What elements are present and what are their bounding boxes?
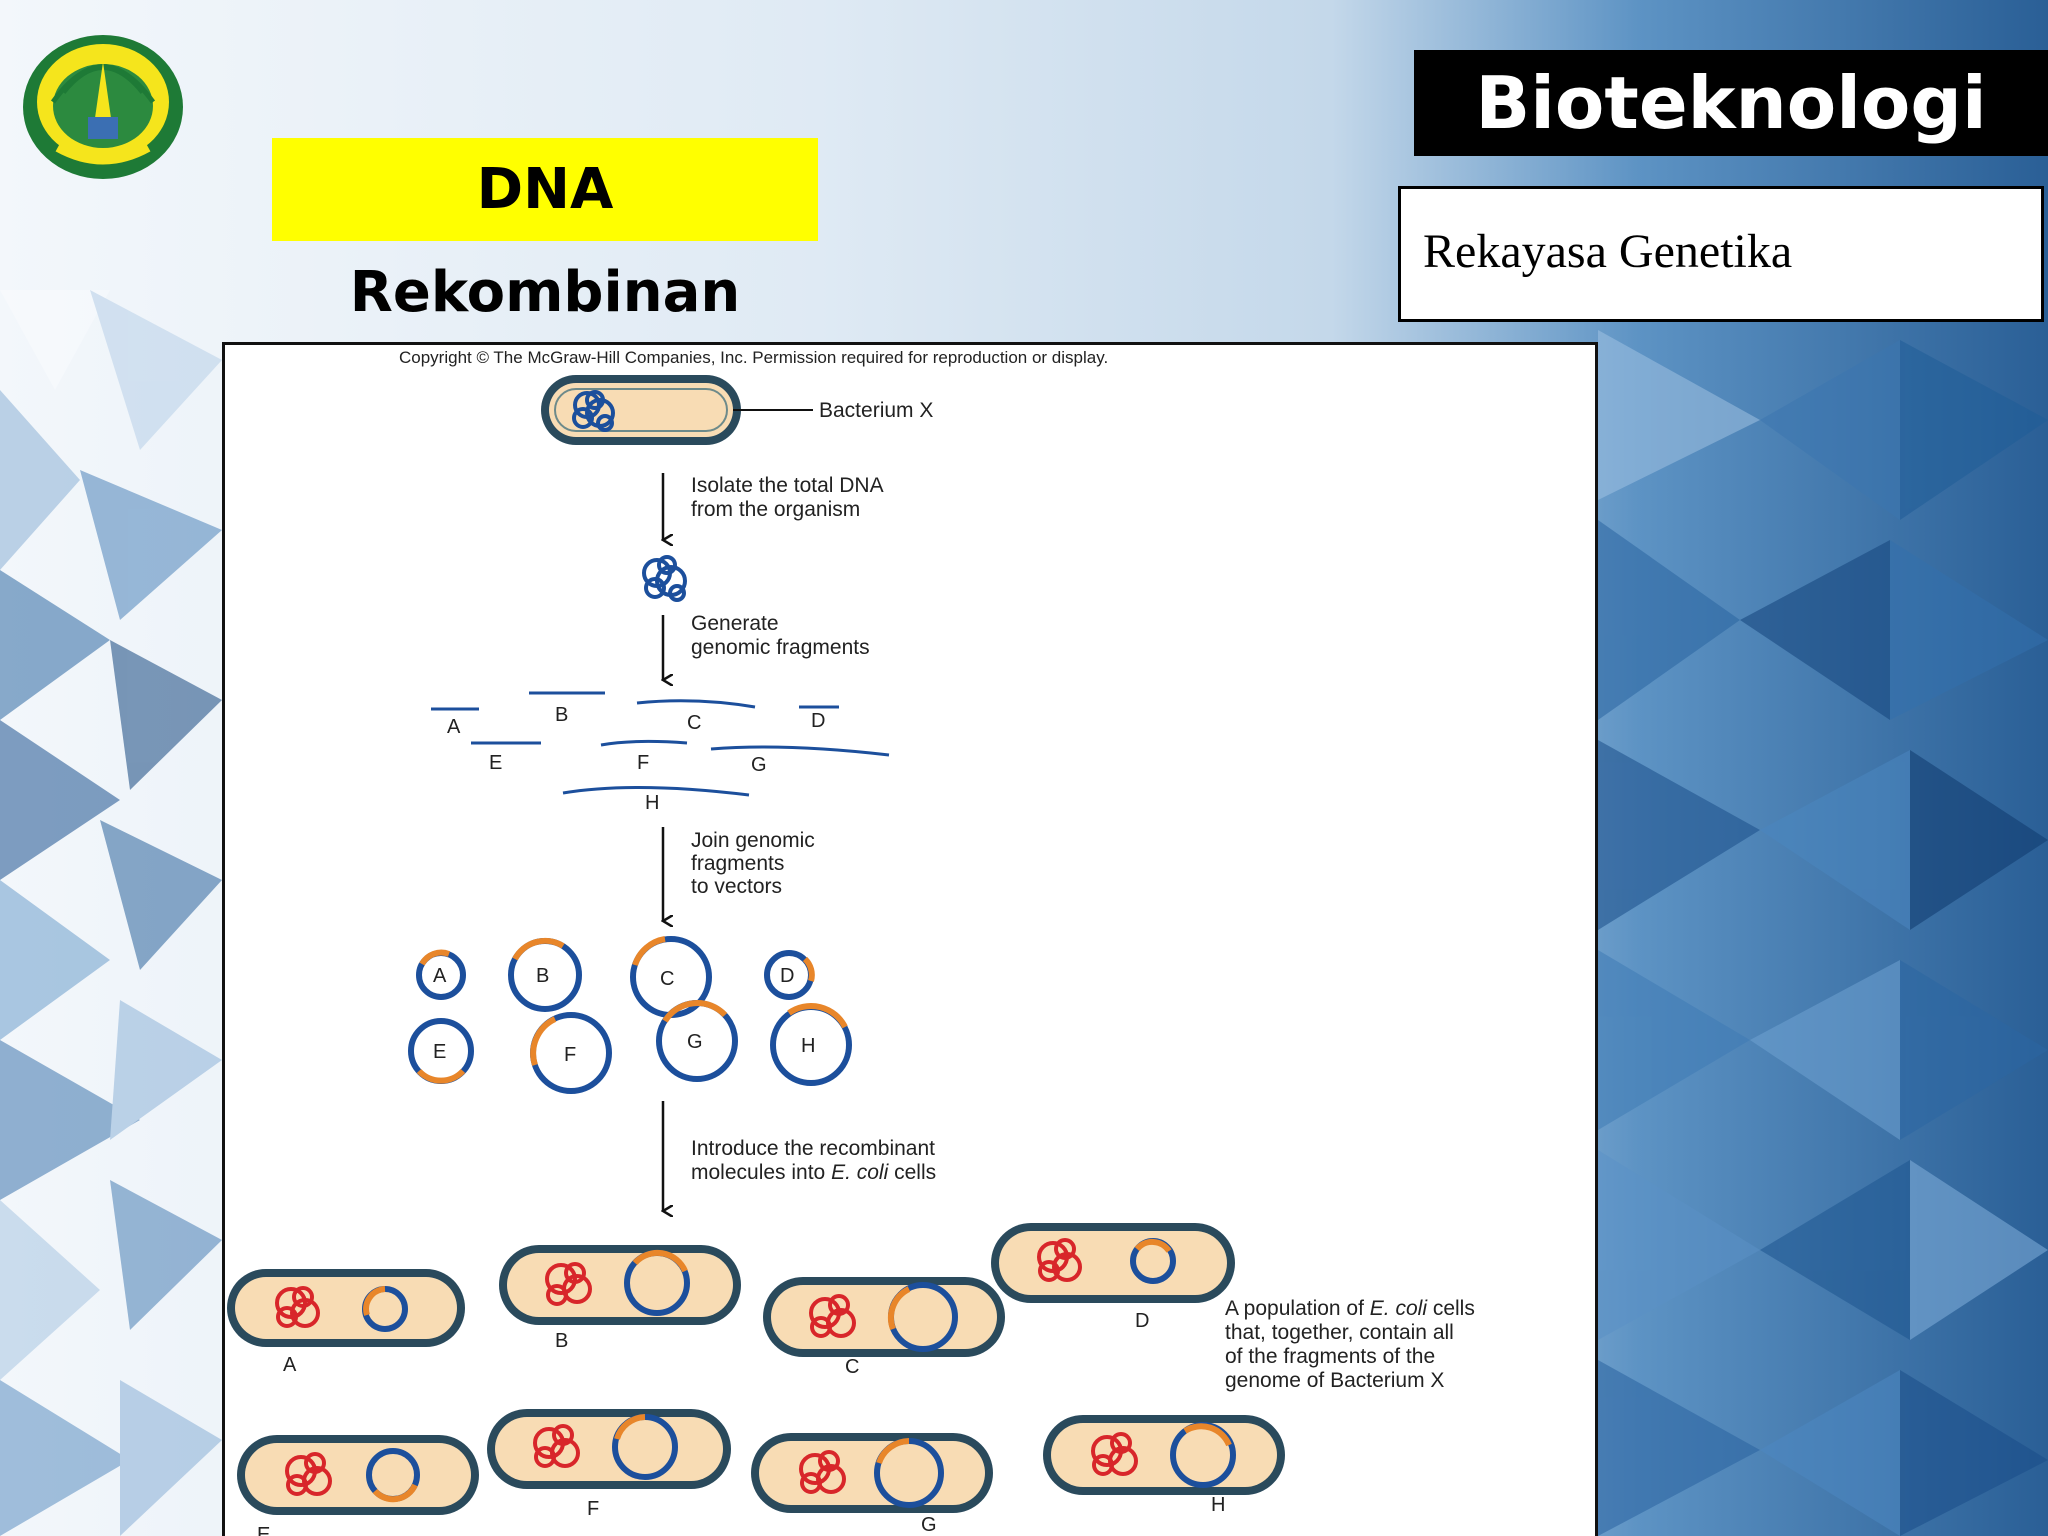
fragment-c <box>636 699 756 709</box>
recombinant-vectors <box>408 936 852 1094</box>
slide-subtitle: Rekayasa Genetika <box>1398 186 2044 322</box>
vector-label-a: A <box>433 965 447 987</box>
figure-panel: Copyright © The McGraw-Hill Companies, I… <box>222 342 1598 1536</box>
recombinant-dna-diagram: Copyright © The McGraw-Hill Companies, I… <box>227 348 1481 1536</box>
bacterium-x <box>541 375 813 445</box>
step-join-line3: to vectors <box>691 875 782 898</box>
population-note: A population of E. coli cells that, toge… <box>1225 1297 1481 1392</box>
svg-text:Introduce the recombinant: Introduce the recombinant molecules into… <box>691 1137 941 1184</box>
ecoli-cells <box>227 1223 1285 1515</box>
fragment-g <box>710 745 890 757</box>
genomic-fragments <box>431 691 890 797</box>
vector-e <box>408 1018 474 1084</box>
bacterium-x-label: Bacterium X <box>819 399 933 422</box>
svg-text:Generate genomic fragmen: Generate genomic fragments <box>691 612 870 659</box>
vector-label-h: H <box>801 1035 815 1057</box>
vector-b <box>508 937 582 1012</box>
ecoli-cell-h <box>1043 1415 1285 1495</box>
population-note-l3: of the fragments of the <box>1225 1345 1435 1368</box>
step-isolate-line2: from the organism <box>691 498 860 521</box>
population-note-ecoli: E. coli <box>1370 1297 1429 1320</box>
population-note-l1a: A population of <box>1225 1297 1370 1320</box>
fragment-label-e: E <box>489 752 502 774</box>
isolated-dna <box>642 555 687 602</box>
step-isolate-line1: Isolate the total DNA <box>691 474 884 497</box>
copyright-text: Copyright © The McGraw-Hill Companies, I… <box>399 348 1108 367</box>
fragment-h <box>562 785 750 797</box>
vector-label-g: G <box>687 1031 703 1053</box>
svg-text:Isolate the total DNA fr: Isolate the total DNA from the organism <box>691 474 888 521</box>
fragment-label-d: D <box>811 710 825 732</box>
population-note-l2: that, together, contain all <box>1225 1321 1454 1344</box>
vector-h <box>770 1003 852 1086</box>
population-note-l4: genome of Bacterium X <box>1225 1369 1444 1392</box>
step-generate-line2: genomic fragments <box>691 636 870 659</box>
population-note-l1c: cells <box>1427 1297 1475 1320</box>
fragment-label-g: G <box>751 754 767 776</box>
fragment-label-h: H <box>645 792 659 814</box>
ecoli-cell-d <box>991 1223 1235 1303</box>
step-introduce-line2c: cells <box>888 1161 936 1184</box>
cell-label-f: F <box>587 1498 599 1520</box>
ecoli-cell-a <box>227 1269 465 1347</box>
vector-label-b: B <box>536 965 549 987</box>
fragment-label-c: C <box>687 712 701 734</box>
vector-f <box>530 1012 612 1094</box>
slide-title: Bioteknologi <box>1414 50 2048 156</box>
step-join-line2: fragments <box>691 852 784 875</box>
step-introduce-line2a: molecules into <box>691 1161 831 1184</box>
vector-a <box>416 949 466 1000</box>
cell-label-b: B <box>555 1330 568 1352</box>
ecoli-cell-g <box>751 1433 993 1513</box>
cell-label-g: G <box>921 1514 937 1536</box>
fragment-label-a: A <box>447 716 461 738</box>
vector-d <box>764 950 815 1000</box>
svg-text:Join genomic fragments: Join genomic fragments to vectors <box>691 829 821 898</box>
ecoli-cell-b <box>499 1245 741 1325</box>
ecoli-cell-c <box>763 1277 1005 1357</box>
cell-label-e: E <box>257 1524 270 1536</box>
step-join-line1: Join genomic <box>691 829 815 852</box>
vector-label-c: C <box>660 968 674 990</box>
step-generate-line1: Generate <box>691 612 779 635</box>
cell-label-a: A <box>283 1354 297 1376</box>
vector-label-e: E <box>433 1041 446 1063</box>
vector-g <box>656 1000 738 1082</box>
vector-label-f: F <box>564 1044 576 1066</box>
fragment-label-b: B <box>555 704 568 726</box>
ecoli-cell-e <box>237 1435 479 1515</box>
fragment-label-f: F <box>637 752 649 774</box>
vector-label-d: D <box>780 965 794 987</box>
fragment-f <box>600 739 688 747</box>
section-label: DNA Rekombinan <box>272 138 818 325</box>
cell-label-c: C <box>845 1356 859 1378</box>
step-introduce-ecoli: E. coli <box>831 1161 890 1184</box>
step-introduce-line1: Introduce the recombinant <box>691 1137 935 1160</box>
cell-label-d: D <box>1135 1310 1149 1332</box>
ecoli-cell-f <box>487 1409 731 1489</box>
cell-label-h: H <box>1211 1494 1225 1516</box>
university-logo <box>23 35 183 179</box>
